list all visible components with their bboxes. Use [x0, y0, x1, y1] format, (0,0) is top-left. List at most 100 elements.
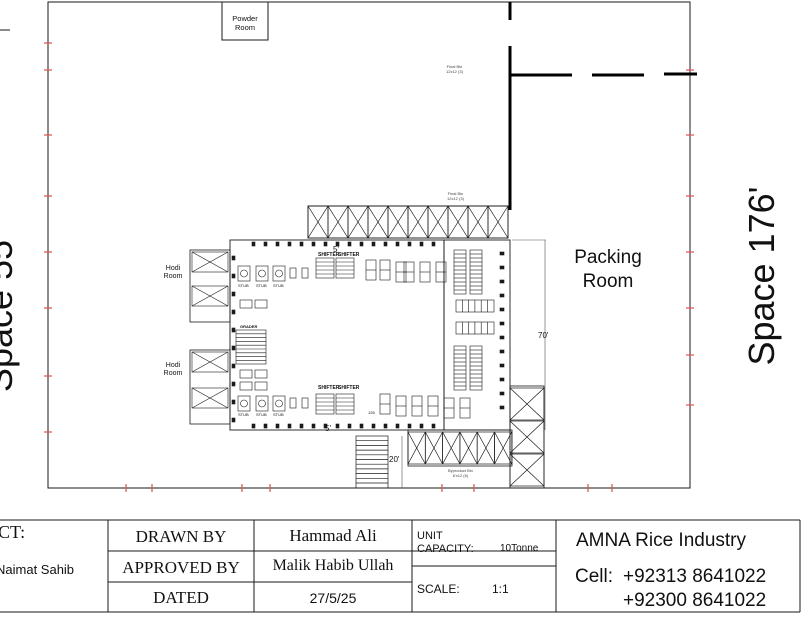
stub-circle [258, 399, 266, 408]
pillar-right [499, 251, 505, 256]
pillar-top [371, 241, 376, 247]
pillar-top [263, 241, 268, 247]
stub-circle [275, 269, 283, 278]
pillar-top [419, 241, 424, 247]
stub-box [237, 395, 251, 412]
capacity-label: CAPACITY: [417, 543, 474, 555]
small-machine [254, 369, 268, 379]
stub-circle [240, 399, 248, 408]
sifter-label-top-1: SHIFTER [318, 252, 340, 258]
small-unit [301, 397, 309, 409]
small-unit [301, 267, 309, 279]
small-machine [254, 381, 268, 391]
approved-by-value: Malik Habib Ullah [272, 557, 394, 574]
pillar-top [311, 241, 316, 247]
packing-room-line-1: Packing [574, 247, 642, 268]
stub-box [255, 265, 269, 282]
pillar-top [407, 241, 412, 247]
final-bin-cross-b [427, 205, 449, 239]
powder-room-line-1: Powder [232, 14, 258, 23]
packing-room-line-2: Room [582, 271, 634, 292]
right-bin-box [509, 453, 545, 487]
pillar-top [383, 241, 388, 247]
final-bin-cross-b [367, 205, 389, 239]
sifter-label-top-2: SHIFTER [338, 252, 360, 258]
stub-label-5: STUB [256, 412, 267, 417]
pillar-right [499, 321, 505, 326]
final-bin-lower-text: Final Bin [447, 191, 464, 196]
machinery-detail [231, 241, 505, 429]
dated-value: 27/5/25 [309, 590, 357, 606]
pillar-left [231, 309, 236, 315]
stub-label-1: STUB [238, 283, 249, 288]
sifter-box [335, 393, 355, 415]
drawn-by-label: DRAWN BY [135, 527, 227, 546]
hodi-room-lower-line-2: Room [163, 370, 183, 377]
byproduct-bin-cross-b [459, 431, 478, 465]
sifter-box [315, 257, 335, 279]
dim-5-bottom-label: 5' [325, 424, 331, 433]
byproduct-bin-cross-b [424, 431, 443, 465]
pillar-top [347, 241, 352, 247]
pillar-right [499, 363, 505, 368]
scale-value: 1:1 [492, 582, 509, 596]
hodi-room-lower-line-1: Hodi [165, 362, 181, 369]
right-bin-hoppers [509, 387, 545, 487]
final-bin-cross-b [447, 205, 469, 239]
final-bin-lower-dim: 12x12 (3) [447, 196, 464, 201]
hodi-hopper-box [191, 351, 229, 373]
final-bin-box [487, 205, 509, 239]
pillar-right [499, 391, 505, 396]
final-bin-cross-b [487, 205, 509, 239]
approved-by-label: APPROVED BY [122, 558, 240, 577]
pillar-top [299, 241, 304, 247]
pillar-left [231, 291, 236, 297]
pillar-bottom [383, 423, 388, 429]
pillar-right [499, 377, 505, 382]
pillar-bottom [299, 423, 304, 429]
byproduct-bin-cross-b [494, 431, 513, 465]
byproduct-bin-cross-b [476, 431, 495, 465]
stub-circle [240, 269, 248, 278]
hodi-room-upper-line-2: Room [163, 273, 183, 280]
stub-circle [275, 399, 283, 408]
phone-2: +92300 8641022 [623, 590, 767, 611]
pillar-bottom [407, 423, 412, 429]
pillar-right [499, 307, 505, 312]
stub-box [255, 395, 269, 412]
pillar-bottom [347, 423, 352, 429]
sorter-bank [453, 345, 467, 391]
pillar-top [359, 241, 364, 247]
final-bin-cross-b [467, 205, 489, 239]
dim-5-top-label: 5' [333, 245, 339, 254]
pillar-bottom [419, 423, 424, 429]
byproduct-bin-label: Byproduct Bin 6'x12 (6) [448, 468, 473, 478]
hodi-hopper-cross-b [191, 251, 229, 273]
powder-room-box [221, 1, 269, 41]
company-name: AMNA Rice Industry [576, 530, 746, 551]
pillar-bottom [431, 423, 436, 429]
final-bin-upper-dim: 12x12 (3) [446, 69, 463, 74]
pillar-bottom [275, 423, 280, 429]
final-bin-label-lower: Final Bin 12x12 (3) [447, 191, 464, 201]
pillar-right [499, 293, 505, 298]
final-bin-cross-b [407, 205, 429, 239]
client-label: CT: [0, 522, 26, 542]
hodi-hopper-cross-b [191, 387, 229, 409]
final-bin-upper-text: Final Bin [446, 64, 463, 69]
capacity-value: 10Tonne [500, 543, 539, 554]
hodi-room-label-upper: Hodi Room [158, 265, 188, 281]
phone-1: +92313 8641022 [623, 566, 767, 587]
pillar-left [231, 363, 236, 369]
sifter-box [335, 257, 355, 279]
grader-label: GRADER [240, 324, 258, 329]
sorter-bank [469, 345, 483, 391]
hodi-hopper-box [191, 251, 229, 273]
byproduct-hoppers [407, 431, 513, 465]
pillar-top [251, 241, 256, 247]
stub-box [272, 265, 286, 282]
thick-partition [508, 2, 697, 210]
hodi-rooms [189, 249, 231, 425]
unit-label: UNIT [417, 530, 443, 542]
